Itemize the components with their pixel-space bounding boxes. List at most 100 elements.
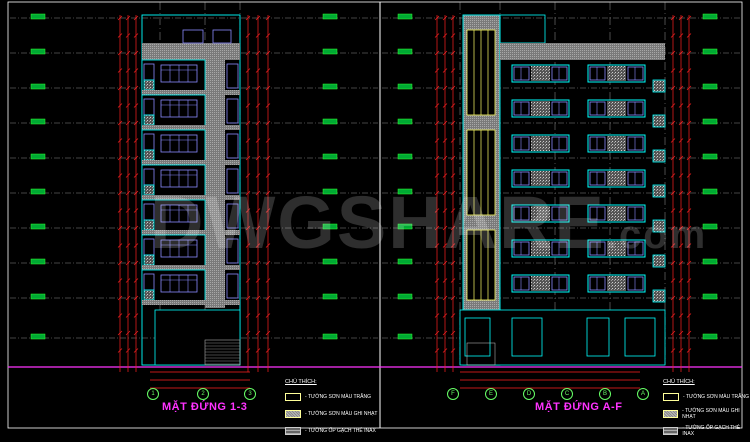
- balcony-rail: [652, 289, 666, 303]
- level-marker: [322, 83, 338, 90]
- level-marker: [30, 293, 46, 300]
- tile-wall-swatch: [663, 427, 679, 435]
- dimension-tick: [133, 33, 139, 38]
- dimension-tick: [255, 208, 261, 213]
- white-wall-swatch: [663, 393, 679, 401]
- dimension-tick: [265, 103, 271, 108]
- dimension-tick: [678, 68, 684, 73]
- dimension-tick: [245, 155, 251, 161]
- axis-marker: B: [599, 388, 611, 400]
- axis-marker: 1: [147, 388, 159, 400]
- dimension-tick: [450, 155, 456, 161]
- ground-opening: [624, 317, 656, 357]
- dimension-tick: [255, 243, 261, 248]
- tile-panel: [531, 241, 550, 256]
- window: [513, 66, 530, 81]
- dimension-tick: [442, 33, 448, 38]
- axis-marker: E: [485, 388, 497, 400]
- dimension-tick: [670, 155, 676, 161]
- dimension-tick: [255, 295, 261, 301]
- dimension-tick: [117, 33, 123, 38]
- dimension-tick: [678, 225, 684, 231]
- window: [627, 171, 644, 186]
- dimension-tick: [255, 225, 261, 231]
- dimension-tick: [133, 138, 139, 143]
- level-marker: [322, 293, 338, 300]
- balcony-rail: [143, 289, 155, 301]
- entrance-stairs: [466, 342, 496, 366]
- dimension-tick: [245, 243, 251, 248]
- tile-panel: [607, 136, 626, 151]
- balcony-rail: [652, 254, 666, 268]
- dimension-tick: [255, 348, 261, 353]
- level-marker: [702, 293, 718, 300]
- dimension-tick: [442, 120, 448, 126]
- dimension-tick: [450, 103, 456, 108]
- dimension-tick: [670, 208, 676, 213]
- window: [627, 66, 644, 81]
- floor-slab: [142, 300, 240, 305]
- dimension-tick: [678, 278, 684, 283]
- dimension-tick: [670, 173, 676, 178]
- dimension-tick: [686, 190, 692, 196]
- dimension-tick: [117, 50, 123, 56]
- dimension-tick: [265, 138, 271, 143]
- dimension-tick: [117, 260, 123, 266]
- dimension-tick: [686, 208, 692, 213]
- window: [513, 241, 530, 256]
- dimension-tick: [686, 173, 692, 178]
- window: [513, 171, 530, 186]
- legend-item: - TƯỜNG SƠN MÀU GHI NHẠT: [663, 408, 750, 420]
- tile-wall-swatch: [285, 427, 301, 435]
- ground-floor: [154, 309, 241, 366]
- dimension-tick: [450, 138, 456, 143]
- dimension-tick: [670, 295, 676, 301]
- dimension-tick: [678, 50, 684, 56]
- dimension-tick: [125, 33, 131, 38]
- dimension-tick: [265, 68, 271, 73]
- dimension-tick: [133, 208, 139, 213]
- dimension-tick: [450, 173, 456, 178]
- dimension-tick: [434, 50, 440, 56]
- dimension-tick: [255, 330, 261, 336]
- side-window: [226, 273, 239, 299]
- dimension-tick: [245, 348, 251, 353]
- dimension-tick: [265, 15, 271, 21]
- level-marker: [397, 83, 413, 90]
- dimension-tick: [125, 225, 131, 231]
- dimension-tick: [265, 295, 271, 301]
- level-marker: [702, 333, 718, 340]
- dimension-tick: [686, 68, 692, 73]
- dimension-tick: [125, 295, 131, 301]
- dimension-tick: [117, 120, 123, 126]
- dimension-tick: [265, 120, 271, 126]
- dimension-tick: [265, 190, 271, 196]
- level-marker: [702, 83, 718, 90]
- dimension-tick: [245, 33, 251, 38]
- dimension-tick: [255, 138, 261, 143]
- dimension-tick: [678, 330, 684, 336]
- dimension-tick: [434, 278, 440, 283]
- dimension-tick: [133, 278, 139, 283]
- level-marker: [397, 13, 413, 20]
- dimension-tick: [670, 33, 676, 38]
- dimension-tick: [450, 68, 456, 73]
- dimension-tick: [450, 120, 456, 126]
- dimension-tick: [133, 155, 139, 161]
- level-marker: [30, 83, 46, 90]
- dimension-tick: [245, 15, 251, 21]
- window: [589, 276, 606, 291]
- floor-slab: [142, 90, 240, 95]
- level-marker: [30, 48, 46, 55]
- dimension-tick: [670, 348, 676, 353]
- dimension-tick: [265, 348, 271, 353]
- dimension-tick: [265, 208, 271, 213]
- dimension-tick: [133, 85, 139, 91]
- dimension-tick: [450, 85, 456, 91]
- level-marker: [397, 48, 413, 55]
- dimension-tick: [125, 173, 131, 178]
- dimension-tick: [450, 313, 456, 318]
- side-window: [226, 168, 239, 194]
- level-marker: [702, 223, 718, 230]
- grey-wall-band: [142, 43, 240, 60]
